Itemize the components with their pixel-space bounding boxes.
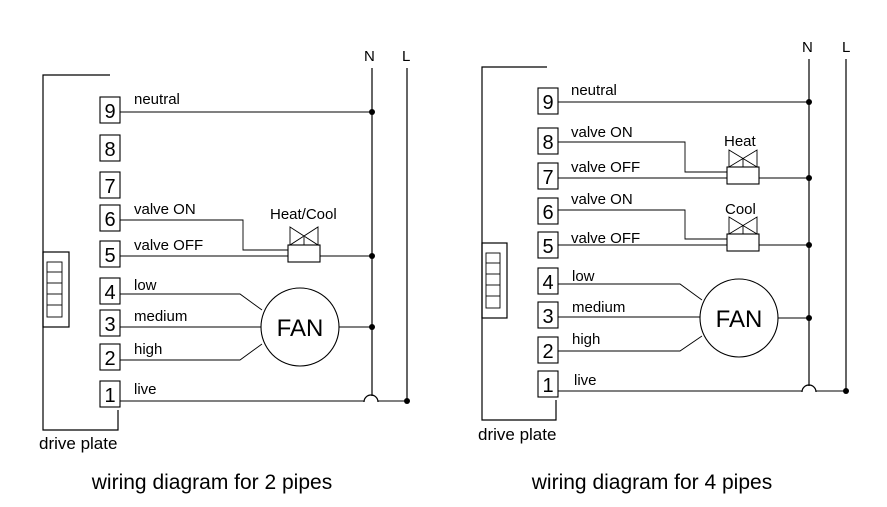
terminal-block: 9 8 7 6 5 4 3 2 1 bbox=[537, 87, 559, 398]
junction-dot bbox=[806, 315, 812, 321]
wire-high bbox=[558, 335, 703, 352]
terminal-7: 7 bbox=[542, 167, 553, 189]
terminal-7: 7 bbox=[104, 176, 115, 198]
junction-dot bbox=[806, 242, 812, 248]
wire-label-valve-on: valve ON bbox=[134, 201, 196, 218]
diagram-caption: wiring diagram for 2 pipes bbox=[91, 471, 332, 494]
wire-label-valve-on-2: valve ON bbox=[571, 191, 633, 208]
junction-dot bbox=[806, 175, 812, 181]
terminal-9: 9 bbox=[104, 101, 115, 123]
wire-label-valve-on-1: valve ON bbox=[571, 124, 633, 141]
valve-heat: Heat bbox=[724, 133, 760, 185]
terminal-6: 6 bbox=[104, 209, 115, 231]
junction-dot bbox=[843, 388, 849, 394]
valve-label-heat: Heat bbox=[724, 133, 757, 150]
drive-plate-label: drive plate bbox=[478, 425, 556, 444]
terminal-8: 8 bbox=[104, 139, 115, 161]
neutral-bus-hop bbox=[363, 394, 379, 403]
terminal-1: 1 bbox=[104, 385, 115, 407]
wire-label-valve-off-2: valve OFF bbox=[571, 230, 640, 247]
terminal-2: 2 bbox=[104, 348, 115, 370]
neutral-bus-hop bbox=[801, 384, 817, 393]
terminal-2: 2 bbox=[542, 341, 553, 363]
drive-plate-body bbox=[42, 74, 119, 431]
fan-label: FAN bbox=[716, 306, 763, 333]
wire-valve-on-2 bbox=[558, 209, 727, 240]
valve-cool: Cool bbox=[725, 201, 760, 252]
wire-label-live: live bbox=[574, 372, 597, 389]
valve-heat-cool: Heat/Cool bbox=[270, 206, 337, 263]
terminal-5: 5 bbox=[104, 245, 115, 267]
wire-label-valve-off: valve OFF bbox=[134, 237, 203, 254]
plate-connector-inner bbox=[485, 252, 501, 309]
wire-high bbox=[120, 343, 263, 361]
junction-dot bbox=[369, 253, 375, 259]
wire-low bbox=[120, 293, 263, 311]
valve-label-cool: Cool bbox=[725, 201, 756, 218]
junction-dot bbox=[369, 324, 375, 330]
wire-label-low: low bbox=[134, 277, 157, 294]
terminal-1: 1 bbox=[542, 375, 553, 397]
terminal-4: 4 bbox=[542, 272, 553, 294]
wire-label-neutral: neutral bbox=[134, 91, 180, 108]
terminal-3: 3 bbox=[542, 306, 553, 328]
wire-valve-on-1 bbox=[558, 141, 727, 173]
wire-label-live: live bbox=[134, 381, 157, 398]
supply-l-label: L bbox=[402, 48, 410, 65]
plate-connector bbox=[481, 242, 508, 319]
diagram-4-pipes: 9 8 7 6 5 4 3 2 1 N L neutral valve ON v… bbox=[478, 39, 850, 494]
wire-label-medium: medium bbox=[134, 308, 187, 325]
wire-low bbox=[558, 283, 703, 301]
wire-valve-on bbox=[120, 219, 288, 251]
terminal-3: 3 bbox=[104, 314, 115, 336]
terminal-6: 6 bbox=[542, 202, 553, 224]
wire-label-high: high bbox=[134, 341, 162, 358]
plate-connector bbox=[42, 251, 70, 328]
diagram-2-pipes: 9 8 7 6 5 4 3 2 1 N L neutral valve ON v… bbox=[39, 48, 410, 494]
wire-label-low: low bbox=[572, 268, 595, 285]
diagram-caption: wiring diagram for 4 pipes bbox=[531, 471, 772, 494]
wire-label-neutral: neutral bbox=[571, 82, 617, 99]
junction-dot bbox=[806, 99, 812, 105]
junction-dot bbox=[404, 398, 410, 404]
supply-l-label: L bbox=[842, 39, 850, 56]
terminal-4: 4 bbox=[104, 282, 115, 304]
terminal-block: 9 8 7 6 5 4 3 2 1 bbox=[99, 96, 121, 408]
wire-label-medium: medium bbox=[572, 299, 625, 316]
plate-connector-inner bbox=[46, 261, 63, 318]
terminal-9: 9 bbox=[542, 92, 553, 114]
wire-label-high: high bbox=[572, 331, 600, 348]
supply-n-label: N bbox=[802, 39, 813, 56]
valve-label: Heat/Cool bbox=[270, 206, 337, 223]
terminal-8: 8 bbox=[542, 132, 553, 154]
junction-dot bbox=[369, 109, 375, 115]
drive-plate-body bbox=[481, 66, 557, 421]
supply-n-label: N bbox=[364, 48, 375, 65]
terminal-5: 5 bbox=[542, 236, 553, 258]
wire-label-valve-off-1: valve OFF bbox=[571, 159, 640, 176]
fan-label: FAN bbox=[277, 315, 324, 342]
drive-plate-label: drive plate bbox=[39, 434, 117, 453]
